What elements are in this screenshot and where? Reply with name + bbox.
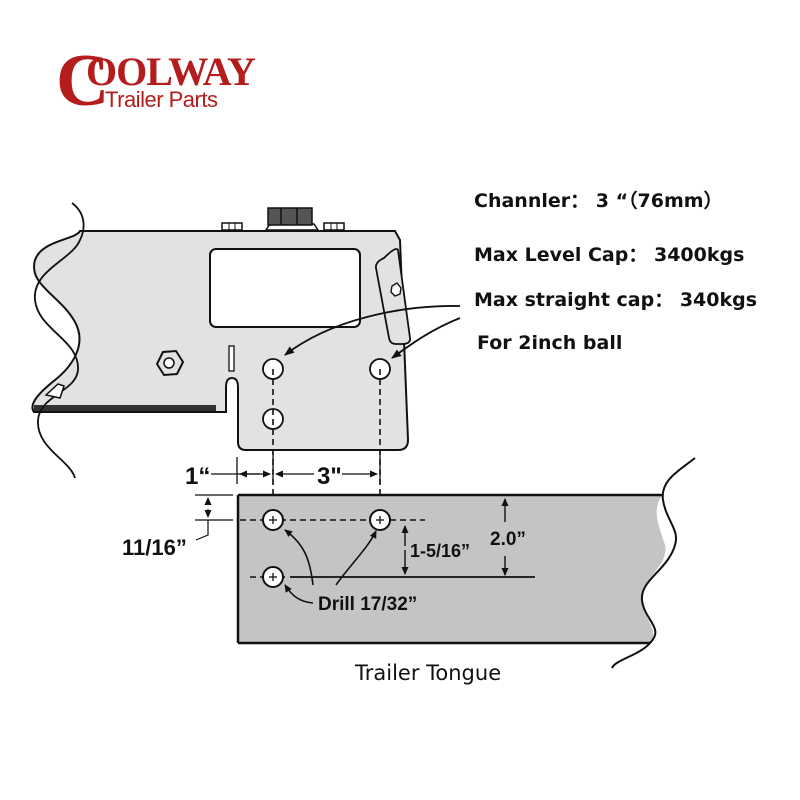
spec-channel: Channler： 3 “（76mm） [474, 190, 723, 212]
dimension-top-offset: 11/16” [122, 494, 233, 560]
spec-ball-size: For 2inch ball [477, 332, 623, 354]
tongue-hole-icon [262, 509, 391, 588]
logo-name: OOLWAY [86, 49, 256, 94]
dim-drill-size: Drill 17/32” [318, 594, 417, 615]
dim-hole-vertical-spacing: 1-5/16” [410, 541, 470, 561]
top-bolt-icon [221, 207, 345, 231]
diagram-caption: Trailer Tongue [355, 661, 502, 685]
dimension-horizontal: 1“ 3" [185, 450, 381, 490]
dim-edge-to-hole: 1“ [185, 463, 210, 490]
coupler-bracket [31, 202, 461, 612]
trailer-tongue: Drill 17/32” 1-5/16” 2.0” [236, 457, 696, 669]
dim-overall-height: 2.0” [490, 529, 526, 550]
logo-initial: C [56, 40, 110, 122]
spec-max-straight-cap: Max straight cap： 340kgs [474, 289, 758, 311]
logo-tagline: Trailer Parts [105, 87, 218, 112]
brand-logo: C OOLWAY Trailer Parts [56, 44, 266, 118]
spec-max-level-cap: Max Level Cap： 3400kgs [474, 244, 745, 266]
hex-nut-icon [155, 349, 185, 377]
dim-hole-spacing: 3" [317, 463, 342, 490]
dim-top-offset: 11/16” [122, 535, 187, 560]
